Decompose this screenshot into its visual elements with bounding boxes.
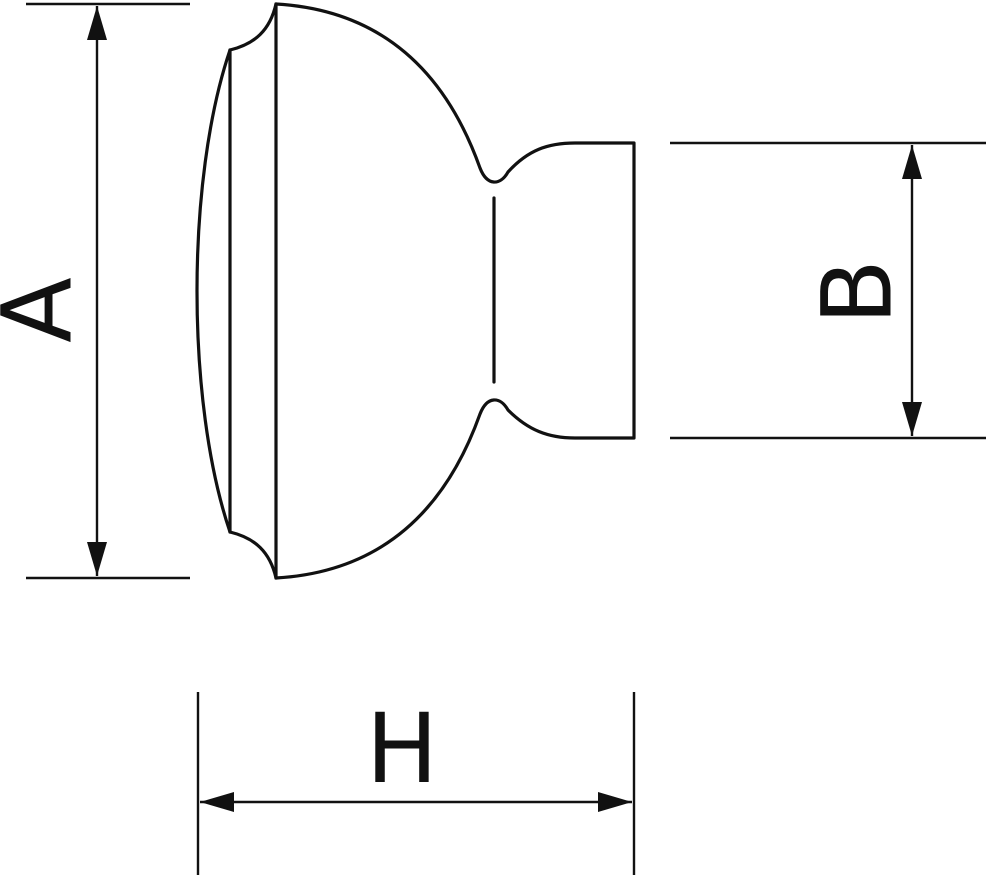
knob-top-notch bbox=[228, 2, 278, 52]
dim-h-arrow-left bbox=[200, 792, 234, 812]
dim-b-label: B bbox=[801, 259, 913, 325]
dim-h-arrow-right bbox=[598, 792, 632, 812]
dimension-b: B bbox=[670, 141, 986, 440]
dim-a-arrow-top bbox=[87, 6, 107, 40]
dim-a-label: A bbox=[0, 277, 93, 343]
dim-b-arrow-top bbox=[902, 145, 922, 179]
knob-outline bbox=[195, 2, 636, 580]
dim-a-arrow-bottom bbox=[87, 542, 107, 576]
dim-b-arrow-bottom bbox=[902, 402, 922, 436]
knob-head-profile bbox=[274, 2, 636, 580]
knob-dome-front bbox=[195, 48, 232, 534]
knob-bottom-notch bbox=[228, 530, 278, 580]
dim-h-label: H bbox=[366, 693, 438, 805]
dimension-a: A bbox=[0, 2, 190, 580]
dimension-h: H bbox=[196, 692, 636, 875]
